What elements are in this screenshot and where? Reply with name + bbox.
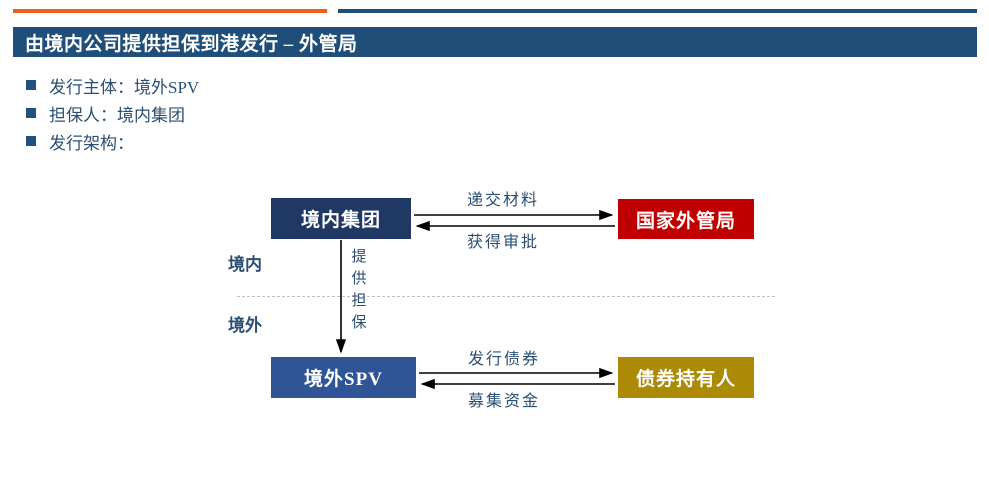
flow-label-obtain-approval: 获得审批 <box>467 234 540 251</box>
node-domestic-group[interactable]: 境内集团 <box>271 198 411 239</box>
region-label-onshore: 境内 <box>228 255 262 274</box>
flow-label-raise-funds: 募集资金 <box>468 393 541 410</box>
flow-label-char: 担 <box>351 293 367 309</box>
flow-label-submit-materials: 递交材料 <box>467 192 540 209</box>
flow-label-char: 保 <box>351 315 367 331</box>
square-bullet-icon <box>26 108 36 118</box>
onshore-offshore-divider <box>237 296 775 297</box>
top-rule-blue <box>338 9 977 13</box>
square-bullet-icon <box>26 136 36 146</box>
node-bondholders[interactable]: 债券持有人 <box>618 357 754 398</box>
flow-label-char: 提 <box>351 249 367 265</box>
slide-title-band: 由境内公司提供担保到港发行 – 外管局 <box>13 27 977 57</box>
bullet-label-issuer: 发行主体：境外SPV <box>49 77 200 97</box>
flow-label-provide-guarantee: 提 供 担 保 <box>350 246 368 334</box>
list-item: 担保人：境内集团 <box>26 100 626 126</box>
list-item: 发行架构： <box>26 128 626 154</box>
square-bullet-icon <box>26 80 36 90</box>
flow-label-char: 供 <box>351 271 367 287</box>
flow-label-issue-bonds: 发行债券 <box>468 351 541 368</box>
list-item: 发行主体：境外SPV <box>26 72 626 98</box>
node-offshore-spv[interactable]: 境外SPV <box>271 357 416 398</box>
page-title: 由境内公司提供担保到港发行 – 外管局 <box>25 33 358 55</box>
top-rule-orange <box>13 9 327 13</box>
bullet-list: 发行主体：境外SPV 担保人：境内集团 发行架构： <box>26 72 626 156</box>
bullet-label-structure: 发行架构： <box>49 133 134 153</box>
bullet-label-guarantor: 担保人：境内集团 <box>49 105 185 125</box>
region-label-offshore: 境外 <box>228 316 262 335</box>
node-safe-administration[interactable]: 国家外管局 <box>618 199 754 239</box>
